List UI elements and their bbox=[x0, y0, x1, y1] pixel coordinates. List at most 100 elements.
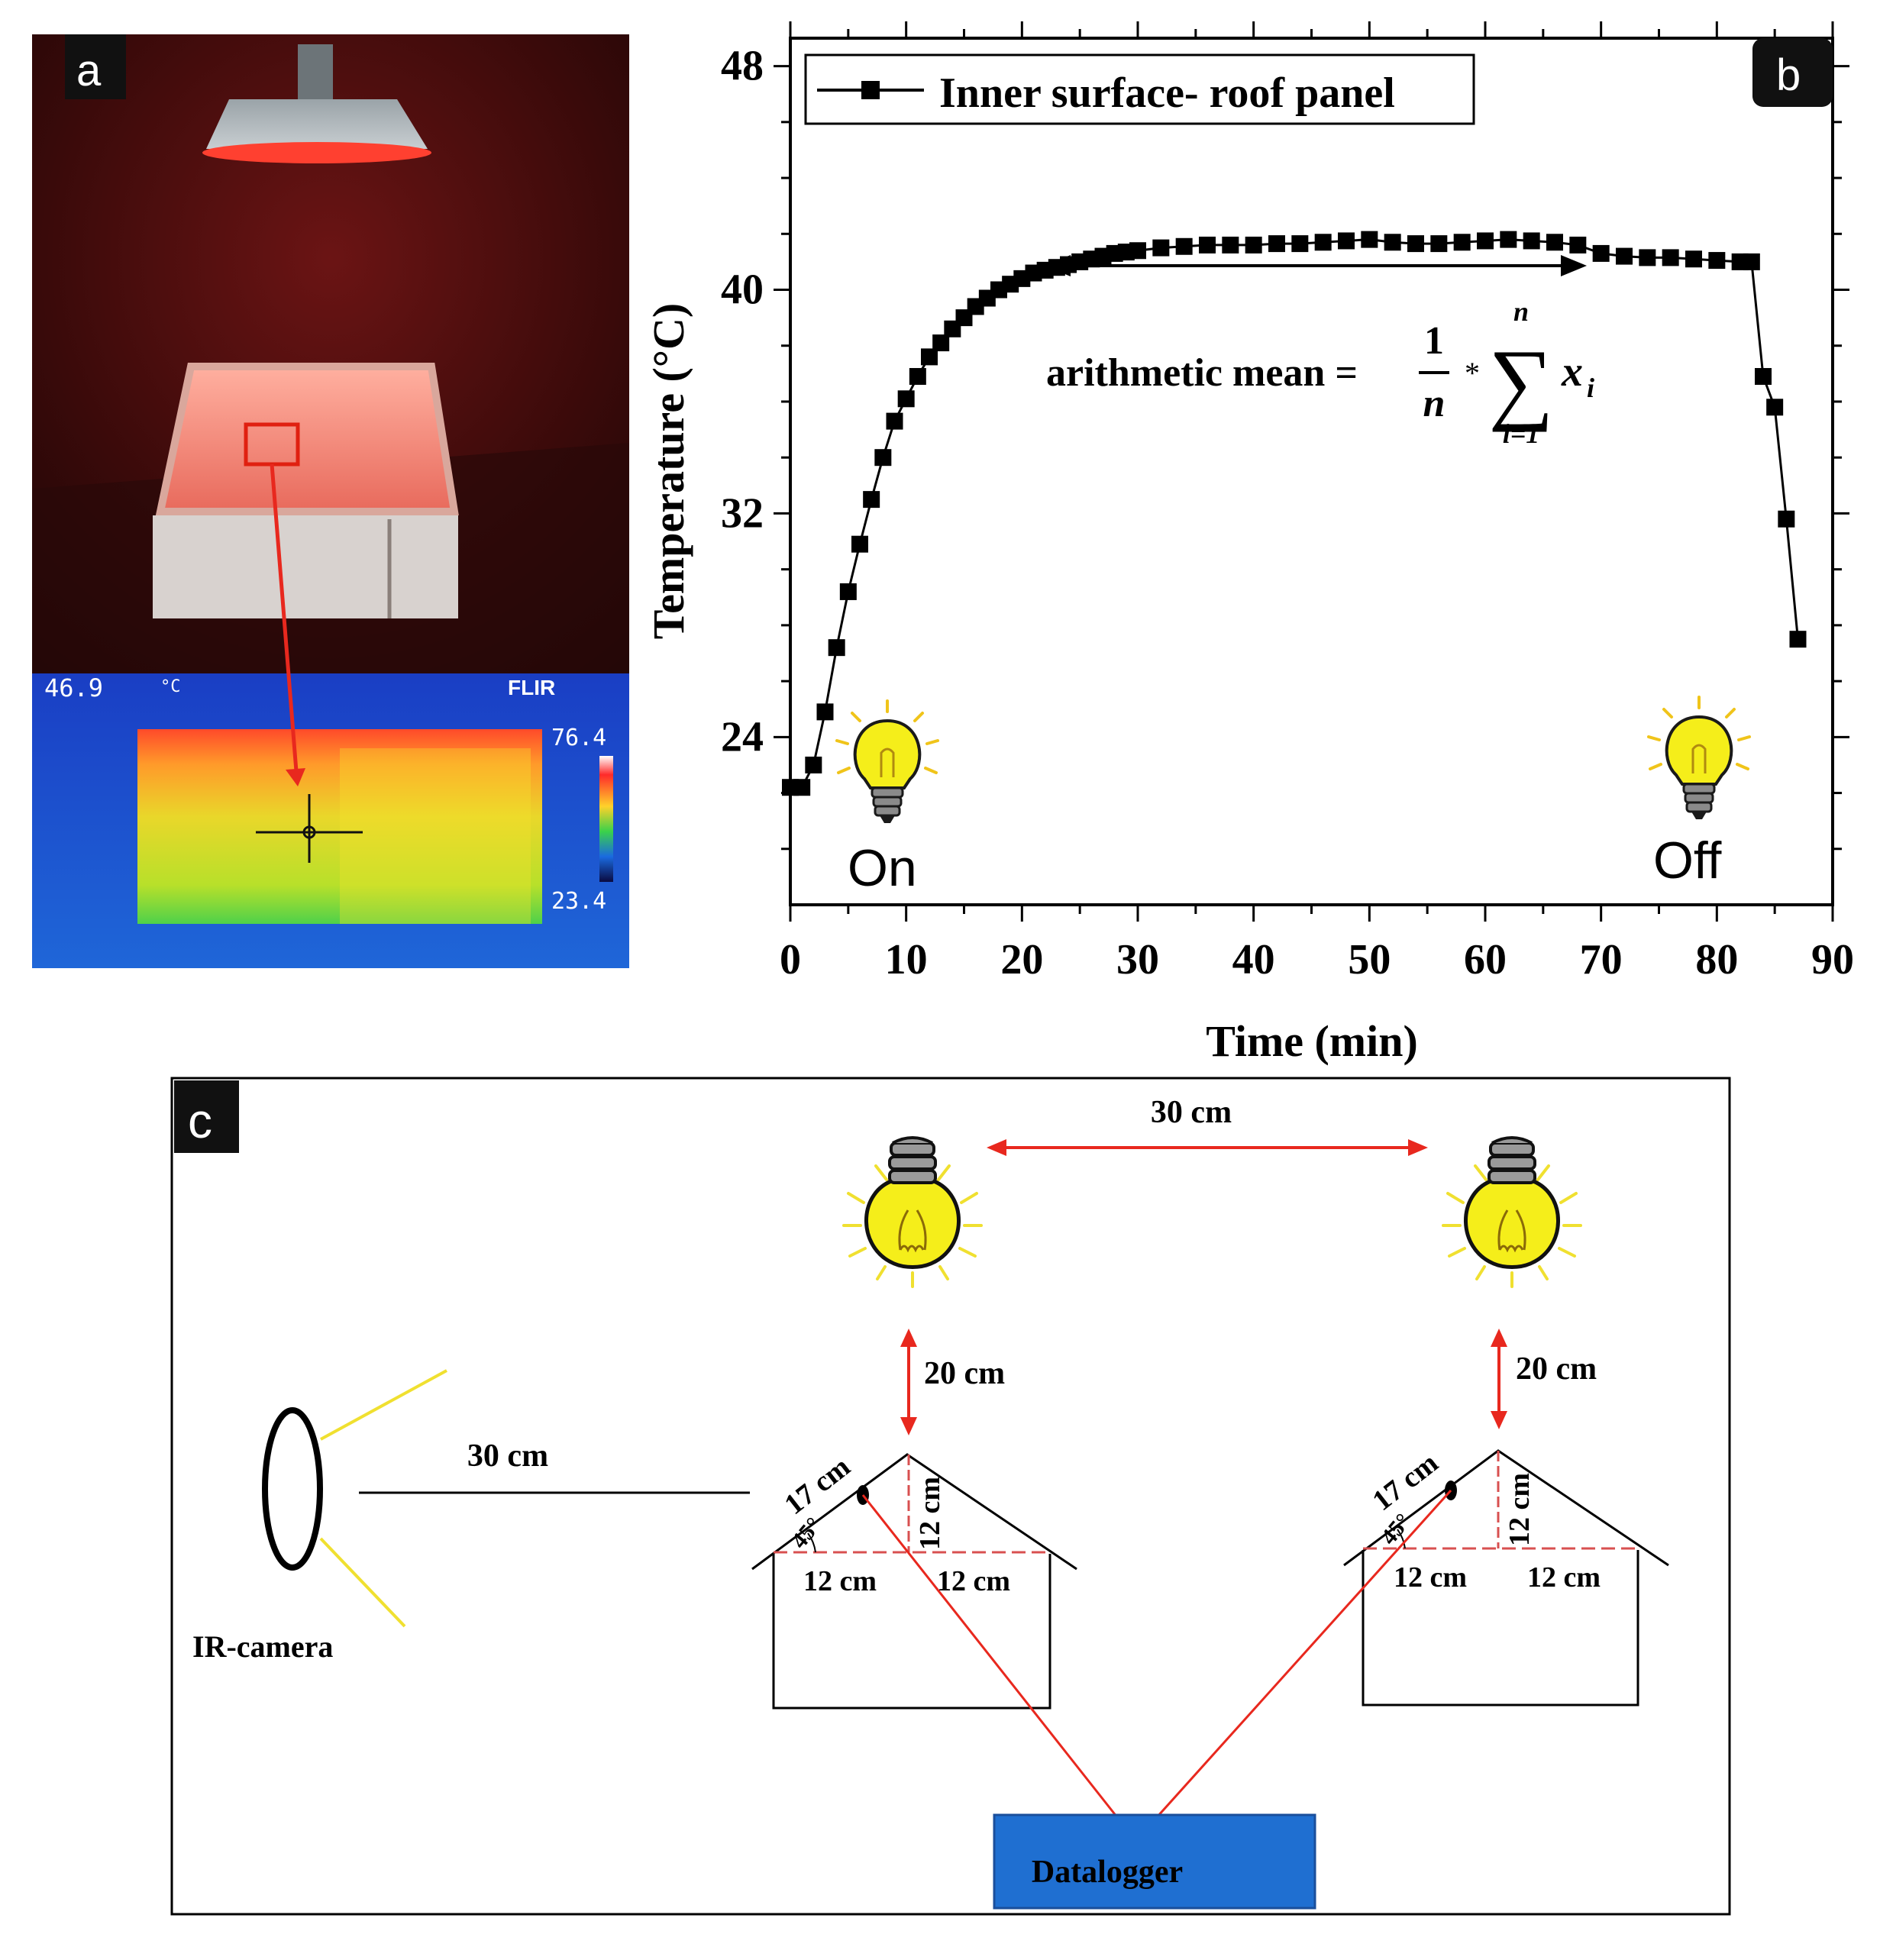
data-point bbox=[1291, 235, 1309, 253]
formula-denominator: n bbox=[1423, 382, 1446, 425]
data-point bbox=[1175, 237, 1193, 255]
formula-text: arithmetic mean = bbox=[1046, 351, 1358, 395]
house-right-angle-arc bbox=[1397, 1529, 1406, 1549]
lamp-spacing-label: 30 cm bbox=[1151, 1095, 1232, 1130]
data-point bbox=[1338, 232, 1355, 250]
house-right-ridge-label: 12 cm bbox=[1504, 1473, 1536, 1546]
camera-view-bottom bbox=[319, 1537, 406, 1628]
data-point bbox=[874, 449, 892, 467]
panel-a-badge bbox=[65, 34, 126, 99]
data-point bbox=[1430, 235, 1448, 253]
x-tick-label: 80 bbox=[1695, 936, 1738, 983]
x-tick-label: 0 bbox=[780, 936, 801, 983]
house-right-walls bbox=[1362, 1550, 1639, 1707]
house-left-angle-arc bbox=[807, 1532, 816, 1553]
data-point bbox=[1268, 235, 1285, 253]
data-point bbox=[897, 390, 915, 408]
data-point bbox=[1384, 234, 1401, 251]
data-point bbox=[805, 756, 822, 773]
formula-var: x bbox=[1561, 348, 1583, 396]
panel-a-letter: a bbox=[76, 46, 102, 95]
height-arrowhead-left-bottom bbox=[900, 1417, 917, 1435]
data-point bbox=[1500, 231, 1517, 248]
datalogger-box bbox=[993, 1813, 1316, 1910]
wire-left bbox=[861, 1494, 1119, 1818]
legend-marker bbox=[861, 81, 880, 99]
x-tick-label: 50 bbox=[1348, 936, 1391, 983]
data-point bbox=[886, 412, 903, 430]
data-point bbox=[932, 334, 950, 352]
height-arrowhead-right-bottom bbox=[1491, 1411, 1507, 1429]
data-point bbox=[1743, 253, 1760, 270]
data-point bbox=[1361, 231, 1378, 248]
formula-numerator: 1 bbox=[1424, 319, 1444, 363]
data-point bbox=[1766, 399, 1784, 416]
x-axis-ticks bbox=[789, 21, 1834, 922]
wire-right bbox=[1155, 1489, 1452, 1819]
data-point bbox=[851, 535, 868, 553]
mean-range-arrowhead-left bbox=[1045, 255, 1071, 276]
data-point bbox=[1755, 368, 1772, 386]
data-point bbox=[1639, 249, 1656, 266]
lamp-socket bbox=[298, 44, 333, 99]
panel-b-badge bbox=[1752, 38, 1833, 107]
lamp-on-label: On bbox=[848, 839, 917, 897]
house-right-half-width-right: 12 cm bbox=[1527, 1561, 1601, 1594]
lamp-off-label: Off bbox=[1653, 831, 1722, 890]
formula-times: * bbox=[1465, 356, 1480, 390]
house-right-half-width-left: 12 cm bbox=[1394, 1561, 1467, 1594]
data-point bbox=[1245, 236, 1262, 253]
data-point bbox=[1152, 239, 1170, 257]
data-point bbox=[1778, 510, 1795, 528]
data-point bbox=[1199, 236, 1216, 253]
formula-upper: n bbox=[1513, 296, 1529, 327]
height-arrowhead-left-top bbox=[900, 1329, 917, 1347]
thermal-box bbox=[137, 729, 542, 924]
callout-arrow bbox=[270, 463, 299, 772]
data-point bbox=[828, 639, 845, 657]
data-point bbox=[1523, 232, 1540, 250]
flir-logo: FLIR bbox=[508, 676, 555, 699]
y-tick-label: 32 bbox=[721, 489, 764, 537]
data-point bbox=[1407, 235, 1424, 253]
house-left-half-width-left: 12 cm bbox=[803, 1565, 877, 1597]
datalogger-label: Datalogger bbox=[1032, 1855, 1183, 1890]
formula-sub: i bbox=[1587, 373, 1594, 403]
lamp-glow bbox=[202, 142, 431, 163]
mean-range-arrowhead-right bbox=[1561, 255, 1587, 276]
y-tick-label: 48 bbox=[721, 43, 764, 90]
thermal-unit: °C bbox=[160, 677, 181, 696]
x-tick-label: 30 bbox=[1116, 936, 1159, 983]
data-point bbox=[1569, 236, 1587, 253]
camera-distance-label: 30 cm bbox=[467, 1439, 548, 1474]
data-point bbox=[839, 583, 857, 600]
x-tick-label: 40 bbox=[1232, 936, 1275, 983]
formula-lower: i=1 bbox=[1503, 418, 1540, 449]
data-point bbox=[1477, 232, 1494, 250]
y-axis-label: Temperature (°C) bbox=[644, 303, 693, 639]
plot-frame bbox=[789, 37, 1834, 906]
lamp-spacing-arrowhead-left bbox=[987, 1139, 1006, 1156]
data-point bbox=[1129, 242, 1146, 260]
data-point bbox=[863, 491, 880, 509]
height-label-left: 20 cm bbox=[924, 1356, 1005, 1391]
data-point bbox=[1222, 236, 1239, 253]
y-tick-label: 24 bbox=[721, 713, 764, 760]
crosshair-icon bbox=[256, 794, 363, 863]
formula-sigma: ∑ bbox=[1488, 331, 1554, 432]
camera-view-top bbox=[320, 1369, 447, 1441]
house-left-half-width-right: 12 cm bbox=[937, 1565, 1010, 1597]
data-point bbox=[1616, 247, 1633, 265]
height-arrowhead-right-top bbox=[1491, 1329, 1507, 1347]
lamp-shade bbox=[206, 99, 428, 149]
data-point bbox=[1314, 234, 1332, 251]
x-tick-label: 70 bbox=[1580, 936, 1623, 983]
test-box-base bbox=[153, 515, 458, 618]
data-point bbox=[793, 779, 811, 796]
x-tick-label: 10 bbox=[885, 936, 928, 983]
house-left-ridge-label: 12 cm bbox=[914, 1477, 946, 1550]
data-point bbox=[816, 703, 834, 721]
panel-c-letter: c bbox=[188, 1093, 212, 1148]
